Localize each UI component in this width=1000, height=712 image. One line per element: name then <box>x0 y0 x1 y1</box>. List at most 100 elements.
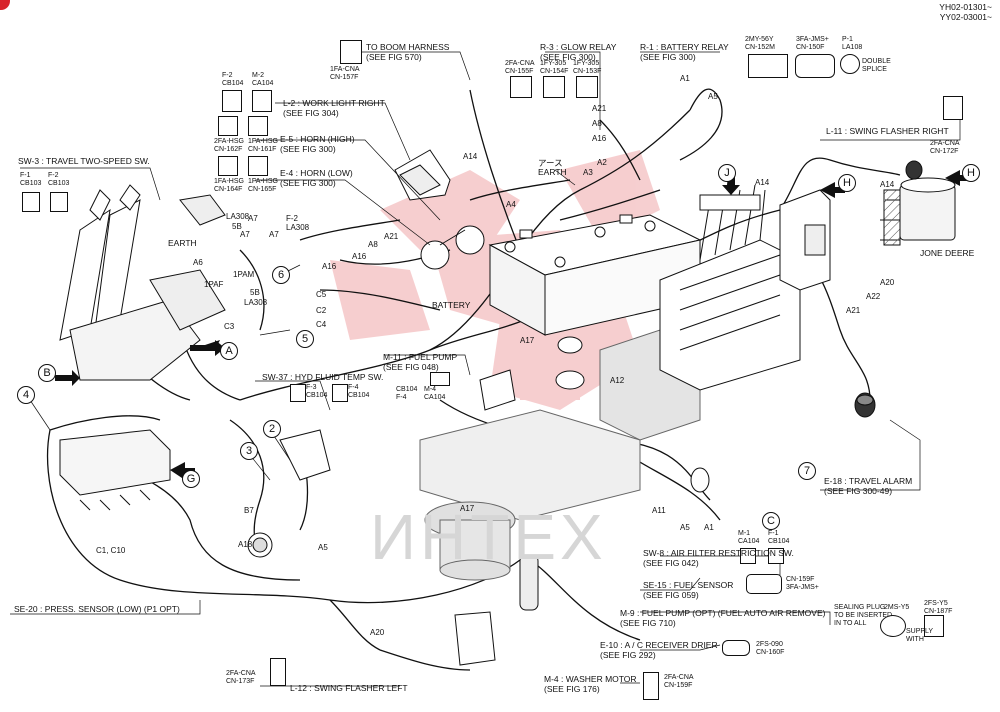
m1-conn-icon <box>740 548 756 564</box>
callout-number: 3 <box>240 442 258 460</box>
swing-left-callout: L-12 : SWING FLASHER LEFT <box>290 683 408 693</box>
hyd-conn: F-3 CB104 <box>306 384 328 399</box>
part-label: A14 <box>755 178 770 187</box>
m1-conn-b: F-1 CB104 <box>768 530 790 545</box>
travel-alarm-callout: E-18 : TRAVEL ALARM (SEE FIG 300-49) <box>824 476 913 496</box>
part-label: 5B <box>250 288 260 297</box>
travel-sw-callout: SW-3 : TRAVEL TWO-SPEED SW. <box>18 156 150 166</box>
fuel-pump-conn-b: M-4 CA104 <box>424 386 446 401</box>
ac-drier-conn: 2FS-090 CN-160F <box>756 641 785 656</box>
fuel-pump-callout: M-11 : FUEL PUMP (SEE FIG 048) <box>383 352 458 372</box>
horn-high-callout: E-5 : HORN (HIGH) (SEE FIG 300) <box>280 134 355 154</box>
relay-connector-icon <box>510 76 532 98</box>
work-light <box>394 149 451 201</box>
glow-relay-callout: R-3 : GLOW RELAY (SEE FIG 300) <box>540 42 617 62</box>
control-valve <box>659 184 801 391</box>
part-label: B7 <box>244 506 254 515</box>
conn-m2-icon <box>252 90 272 112</box>
part-label: A21 <box>384 232 399 241</box>
relay-conn-1: 2FA-CNA CN-155F <box>505 60 535 75</box>
earth-jp-label: アース <box>538 158 563 168</box>
splice-icon <box>840 54 860 74</box>
fuel-pump-conn: CB104 F-4 <box>396 386 418 401</box>
to-boom-callout: TO BOOM HARNESS (SEE FIG 570) <box>366 42 450 62</box>
bottom-components <box>454 336 710 666</box>
supply-with-label: SUPPLY WITH <box>906 628 934 643</box>
part-label: A1 <box>704 523 714 532</box>
batt-relay-connector-icon <box>748 54 788 78</box>
part-label: C4 <box>316 320 327 329</box>
view-marker: H <box>838 174 856 192</box>
air-filter-callout: SW-8 : AIR FILTER RESTRICTION SW. (SEE F… <box>643 548 794 568</box>
boom-connector-icon <box>340 40 362 64</box>
swing-right-callout: L-11 : SWING FLASHER RIGHT <box>826 126 949 136</box>
callout-number: 7 <box>798 462 816 480</box>
supply-conn-a: 2MS-Y5 <box>884 604 910 611</box>
horn-conn-d: 1FA-HSG CN-165F <box>248 178 278 193</box>
washer-conn: 2FA-CNA CN-159F <box>664 674 694 689</box>
sw3-conn-icon <box>22 192 40 212</box>
horn-low-callout: E-4 : HORN (LOW) (SEE FIG 300) <box>280 168 353 188</box>
part-label: C2 <box>316 306 327 315</box>
hyd-temp-callout: SW-37 : HYD FLUID TEMP SW. <box>262 372 384 382</box>
swing-flasher-mount <box>779 189 831 291</box>
part-label: A20 <box>370 628 385 637</box>
horns <box>420 225 485 270</box>
part-label: A17 <box>520 336 535 345</box>
horn-conn-icon <box>218 116 238 136</box>
relay-conn-2: 1FY-305 CN-154F <box>540 60 569 75</box>
view-marker: H <box>962 164 980 182</box>
pointer-arrows <box>55 170 970 480</box>
relay-connector-icon <box>543 76 565 98</box>
swing-left-conn: 2FA-CNA CN-173F <box>226 670 256 685</box>
view-marker: C <box>762 512 780 530</box>
part-label: A22 <box>866 292 881 301</box>
conn-f2: F-2 CB104 <box>222 72 244 87</box>
callout-number: 2 <box>263 420 281 438</box>
ac-drier-callout: E-10 : A / C RECEIVER DRIER (SEE FIG 292… <box>600 640 718 660</box>
horn-conn-c: 1FA-HSG CN-164F <box>214 178 244 193</box>
batt-relay-conn-3: P-1 LA108 <box>842 36 863 51</box>
batt-relay-conn-1: 2MY-56Y CN-152M <box>745 36 775 51</box>
hyd-temp-cluster <box>247 429 331 558</box>
washer-callout: M-4 : WASHER MOTOR (SEE FIG 176) <box>544 674 637 694</box>
swing-right-conn: 2FA-CNA CN-172F <box>930 140 960 155</box>
callout-number: 6 <box>272 266 290 284</box>
part-label: A12 <box>610 376 625 385</box>
view-marker: J <box>718 164 736 182</box>
part-label: A5 <box>318 543 328 552</box>
part-label: A17 <box>460 504 475 513</box>
batt-relay-connector-icon <box>795 54 835 78</box>
part-label: A7 <box>240 230 250 239</box>
travel-alarm-device <box>854 392 876 418</box>
watermark-text: ИНТЕХ <box>370 501 607 573</box>
part-label: 5B <box>232 222 242 231</box>
hyd-conn-b: F-4 CB104 <box>348 384 370 399</box>
hyd-conn-icon <box>290 384 306 402</box>
batt-relay-conn-2: 3FA-JMS+ CN-150F <box>796 36 829 51</box>
double-splice-label: DOUBLE SPLICE <box>862 58 891 73</box>
document-code: YH02-01301~ YY02-03001~ <box>939 2 992 22</box>
battery-relay-callout: R-1 : BATTERY RELAY (SEE FIG 300) <box>640 42 729 62</box>
part-label: A2 <box>597 158 607 167</box>
work-light-callout: L-2 : WORK LIGHT RIGHT (SEE FIG 304) <box>283 98 385 118</box>
earth-label-2: EARTH <box>538 167 567 177</box>
supply-conn-icon <box>880 615 906 637</box>
conn-m2: M-2 CA104 <box>252 72 274 87</box>
part-label: A16 <box>322 262 337 271</box>
part-label: LA308 <box>226 212 250 221</box>
part-label: A20 <box>880 278 895 287</box>
leader-lines <box>10 51 961 687</box>
part-label: C1, C10 <box>96 546 126 555</box>
relay-conn-3: 1FY-305 CN-153F <box>573 60 602 75</box>
part-label: C3 <box>224 322 235 331</box>
part-label: A8 <box>368 240 378 249</box>
part-label: A4 <box>506 200 516 209</box>
travel-levers <box>59 184 226 381</box>
press-sensor-callout: SE-20 : PRESS. SENSOR (LOW) (P1 OPT) <box>14 604 180 614</box>
view-marker: B <box>38 364 56 382</box>
part-label: A5 <box>680 523 690 532</box>
corner-marker <box>0 0 10 10</box>
part-label: 1PAM <box>233 270 255 279</box>
